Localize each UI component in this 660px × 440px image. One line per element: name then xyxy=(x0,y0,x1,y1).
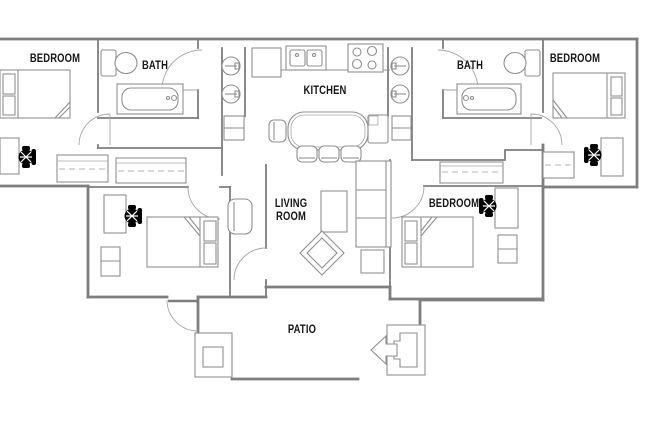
washer-dryer-left-icon xyxy=(221,56,245,141)
patio xyxy=(194,324,426,378)
patio-column-left xyxy=(194,332,233,378)
patio-column-right xyxy=(370,324,426,376)
living-room-hall-door-arc xyxy=(233,247,267,281)
bed-icon xyxy=(146,216,219,268)
entry-arrow-icon xyxy=(370,334,398,366)
toilet-icon xyxy=(100,49,138,77)
kitchen-sink-icon xyxy=(285,45,327,71)
end-table-icon xyxy=(360,249,385,274)
coffee-table-icon xyxy=(299,230,345,276)
bathtub-icon xyxy=(116,83,184,115)
bedroom-top-right-label: BEDROOM xyxy=(550,52,600,65)
desk-chair-icon xyxy=(123,204,143,228)
dresser-icon xyxy=(100,246,121,277)
hall-closet-left-icon xyxy=(115,157,187,184)
mid-right-bedroom-door-arc xyxy=(391,185,425,219)
hall-closet-right-icon xyxy=(439,161,504,184)
toilet-icon xyxy=(503,49,541,77)
bedroom-top-left xyxy=(0,69,109,183)
bedroom-top-right xyxy=(542,72,626,179)
bedroom-mid-right xyxy=(401,187,519,268)
room-labels: BEDROOM BATH KITCHEN BATH BEDROOM LIVING… xyxy=(30,52,600,336)
patio-label: PATIO xyxy=(288,323,316,336)
top-right-bedroom-door-arc xyxy=(530,113,563,146)
desk-chair-icon xyxy=(583,143,603,167)
sofa-icon xyxy=(355,160,392,248)
desk-icon xyxy=(600,137,624,177)
living-room-label-line2: ROOM xyxy=(276,210,306,223)
desk-icon xyxy=(0,137,20,175)
bedroom-mid-right-label: BEDROOM xyxy=(429,197,479,210)
bath-left xyxy=(100,49,184,115)
bath-right-label: BATH xyxy=(457,59,483,72)
desk-icon xyxy=(494,187,519,229)
bedroom-top-left-label: BEDROOM xyxy=(30,52,80,65)
desk-icon xyxy=(103,194,127,234)
top-left-bedroom-door-arc xyxy=(78,113,111,146)
armchair-icon xyxy=(227,198,253,235)
side-table-icon xyxy=(320,190,348,233)
closet-icon xyxy=(56,154,109,183)
bed-icon xyxy=(401,216,474,268)
living-room xyxy=(227,160,392,276)
interior-walls xyxy=(87,38,544,300)
bath-left-label: BATH xyxy=(142,59,168,72)
bed-icon xyxy=(552,72,626,119)
desk-chair-icon xyxy=(478,194,498,218)
kitchen-label: KITCHEN xyxy=(303,84,346,97)
bedroom-lower-left xyxy=(100,194,219,277)
kitchen xyxy=(251,43,390,163)
bathtub-icon xyxy=(456,83,522,115)
closet-icon xyxy=(542,151,575,179)
washer-dryer-right-icon xyxy=(390,56,412,141)
dining-table-icon xyxy=(287,111,369,151)
dresser-icon xyxy=(497,234,518,264)
bed-icon xyxy=(0,69,71,119)
desk-chair-icon xyxy=(17,145,37,169)
living-room-label-line1: LIVING xyxy=(275,197,307,210)
stove-icon xyxy=(347,43,384,73)
lower-left-bedroom-door-arc xyxy=(187,186,221,220)
refrigerator-icon xyxy=(251,47,282,78)
patio-door-arc xyxy=(166,299,199,332)
bath-right xyxy=(456,49,541,115)
kitchen-side-cabinet-icon xyxy=(367,114,389,144)
dining-chairs-icon xyxy=(268,119,362,163)
